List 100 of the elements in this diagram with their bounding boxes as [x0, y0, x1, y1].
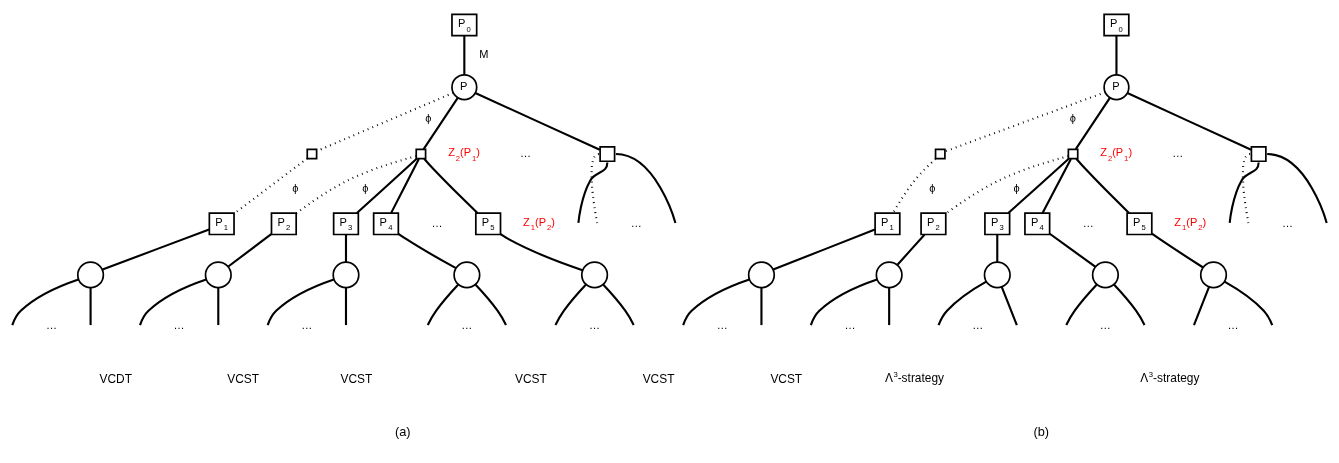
connector: [809, 278, 878, 326]
connector: [266, 278, 335, 326]
edge-label: ϕ: [292, 181, 299, 194]
node-circle: [983, 261, 1011, 289]
connector: [233, 157, 308, 215]
connector: [423, 158, 479, 214]
connector: [1113, 283, 1146, 326]
label: (b): [1033, 424, 1050, 440]
label: (a): [394, 424, 411, 440]
node-circle: [1199, 261, 1228, 289]
connector: [1241, 153, 1251, 224]
node-box: [415, 148, 427, 160]
label: …: [1282, 216, 1294, 229]
connector: [1115, 35, 1118, 75]
label: …: [1172, 146, 1184, 159]
node-circle: [875, 261, 903, 289]
connector: [772, 228, 876, 271]
connector: [89, 287, 92, 326]
connector: [590, 153, 600, 224]
node-box: P$_{1}$: [208, 212, 235, 236]
label: Λ$^{3}$-strategy: [884, 370, 944, 385]
node-box: P$_{4}$: [372, 212, 400, 236]
connector: [996, 234, 999, 262]
node-box: P$_{2}$: [270, 212, 298, 236]
node-circle: [332, 261, 360, 289]
connector: [139, 278, 207, 326]
connector: [896, 233, 926, 266]
connector: [682, 278, 750, 326]
node-box: [1250, 145, 1267, 163]
label: VCDT: [99, 371, 132, 386]
label: VCST: [770, 371, 803, 386]
connector: [295, 155, 417, 215]
label: …: [716, 318, 728, 331]
node-box: P$_{0}$: [451, 13, 478, 37]
label: …: [630, 216, 642, 229]
label: …: [972, 318, 984, 331]
node-box: [1067, 148, 1079, 160]
connector: [1041, 158, 1072, 214]
connector: [1075, 158, 1130, 214]
node-circle: [204, 261, 232, 289]
connector: [474, 283, 507, 326]
connector: [1074, 97, 1111, 150]
connector: [615, 152, 677, 224]
connector: [344, 287, 348, 326]
node-circle: P: [451, 74, 478, 101]
label: Z$_{1}$(P$_{2}$): [523, 215, 555, 233]
connector: [474, 92, 601, 151]
node-circle: [453, 261, 481, 289]
label: …: [461, 318, 473, 331]
label: Z$_{2}$(P$_{1}$): [448, 146, 480, 163]
label: …: [173, 318, 185, 331]
connector: [554, 283, 587, 326]
node-box: [599, 145, 616, 163]
node-circle: [580, 261, 609, 289]
node-box: P$_{5}$: [474, 212, 502, 236]
connector: [356, 157, 418, 214]
connector: [102, 228, 210, 271]
label: …: [45, 318, 57, 331]
label: …: [1099, 318, 1111, 331]
connector: [11, 278, 79, 326]
connector: [426, 283, 460, 326]
node-circle: [747, 261, 776, 289]
label: …: [431, 216, 443, 229]
node-box: P$_{3}$: [332, 212, 360, 236]
connector: [577, 162, 609, 224]
connector: [1267, 152, 1328, 224]
connector: [390, 158, 420, 214]
label: …: [520, 146, 532, 159]
label: …: [1082, 216, 1094, 229]
node-box: [306, 148, 318, 160]
connector: [945, 155, 1069, 215]
connector: [1007, 157, 1070, 214]
edge-label: M: [479, 48, 489, 61]
connector: [397, 232, 457, 270]
label: Z$_{1}$(P$_{2}$): [1174, 215, 1207, 233]
connector: [944, 91, 1106, 153]
label: …: [301, 318, 313, 331]
connector: [888, 287, 891, 326]
node-box: P$_{4}$: [1024, 212, 1051, 236]
connector: [500, 233, 583, 272]
node-box: [934, 148, 946, 160]
connector: [1049, 232, 1096, 268]
node-box: P$_{2}$: [920, 212, 947, 236]
connector: [760, 287, 763, 326]
label: VCST: [340, 371, 373, 386]
label: VCST: [514, 371, 547, 386]
connector: [1065, 283, 1098, 326]
connector: [1192, 286, 1211, 326]
label: …: [844, 318, 856, 331]
connector: [463, 35, 466, 75]
connector: [422, 97, 459, 150]
connector: [602, 283, 635, 326]
node-circle: [76, 261, 105, 289]
label: …: [589, 318, 601, 331]
label: …: [1227, 318, 1239, 331]
label: Λ$^{3}$-strategy: [1140, 370, 1200, 385]
connector: [227, 233, 272, 268]
node-circle: [1091, 261, 1119, 289]
edge-label: ϕ: [1013, 181, 1020, 194]
connector: [1126, 92, 1252, 151]
